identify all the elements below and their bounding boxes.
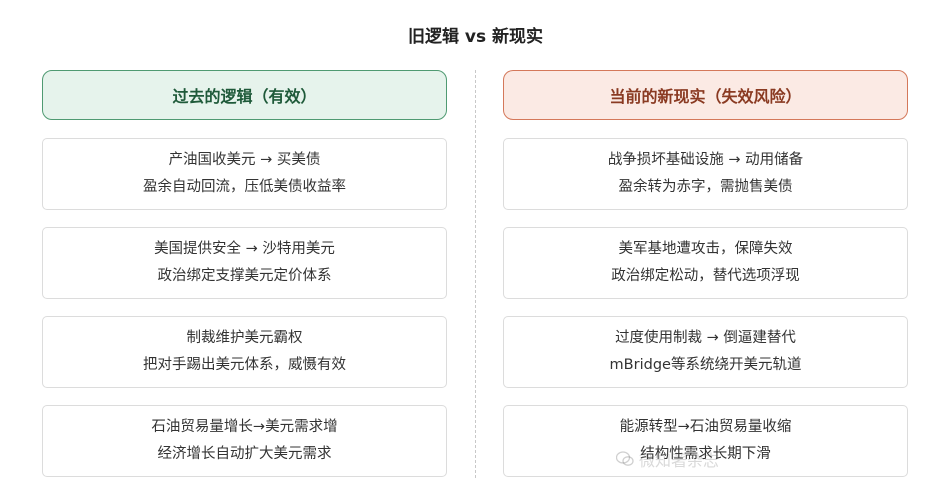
card-line: 盈余自动回流，压低美债收益率 (143, 179, 346, 195)
diagram-title: 旧逻辑 vs 新现实 (407, 27, 544, 47)
card-line: 把对手踢出美元体系，威慑有效 (143, 357, 346, 373)
new-reality-card: 美军基地遭攻击，保障失效 政治绑定松动，替代选项浮现 (503, 227, 908, 299)
watermark-text: 微知著杂志 (639, 451, 720, 470)
card-line: 经济增长自动扩大美元需求 (157, 446, 332, 462)
card-line: 石油贸易量增长→美元需求增 (151, 419, 338, 435)
new-reality-card: 能源转型→石油贸易量收缩 结构性需求长期下滑 (503, 405, 908, 477)
card-line: 盈余转为赤字，需抛售美债 (618, 179, 793, 195)
card-line: 政治绑定松动，替代选项浮现 (611, 268, 800, 284)
old-logic-column: 过去的逻辑（有效） 产油国收美元 → 买美债 盈余自动回流，压低美债收益率 美国… (42, 70, 447, 477)
card-line: 美国提供安全 → 沙特用美元 (154, 241, 335, 257)
card-line: 制裁维护美元霸权 (186, 330, 303, 346)
new-reality-header: 当前的新现实（失效风险） (503, 70, 908, 120)
new-reality-column: 当前的新现实（失效风险） 战争损坏基础设施 → 动用储备 盈余转为赤字，需抛售美… (503, 70, 908, 477)
center-divider (475, 70, 476, 478)
old-logic-card: 产油国收美元 → 买美债 盈余自动回流，压低美债收益率 (42, 138, 447, 210)
card-line: 能源转型→石油贸易量收缩 (619, 419, 792, 435)
card-line: 产油国收美元 → 买美债 (168, 152, 321, 168)
wechat-icon (615, 451, 634, 467)
card-line: 政治绑定支撑美元定价体系 (157, 268, 332, 284)
old-logic-card: 美国提供安全 → 沙特用美元 政治绑定支撑美元定价体系 (42, 227, 447, 299)
new-reality-card: 过度使用制裁 → 倒逼建替代 mBridge等系统绕开美元轨道 (503, 316, 908, 388)
old-logic-card: 制裁维护美元霸权 把对手踢出美元体系，威慑有效 (42, 316, 447, 388)
old-logic-header: 过去的逻辑（有效） (42, 70, 447, 120)
card-line: 结构性需求长期下滑 (640, 446, 771, 462)
watermark: 微知著杂志 (615, 447, 720, 471)
card-line: mBridge等系统绕开美元轨道 (609, 357, 802, 373)
new-reality-card: 战争损坏基础设施 → 动用储备 盈余转为赤字，需抛售美债 (503, 138, 908, 210)
card-line: 过度使用制裁 → 倒逼建替代 (615, 330, 796, 346)
old-logic-card: 石油贸易量增长→美元需求增 经济增长自动扩大美元需求 (42, 405, 447, 477)
card-line: 美军基地遭攻击，保障失效 (618, 241, 793, 257)
card-line: 战争损坏基础设施 → 动用储备 (607, 152, 804, 168)
